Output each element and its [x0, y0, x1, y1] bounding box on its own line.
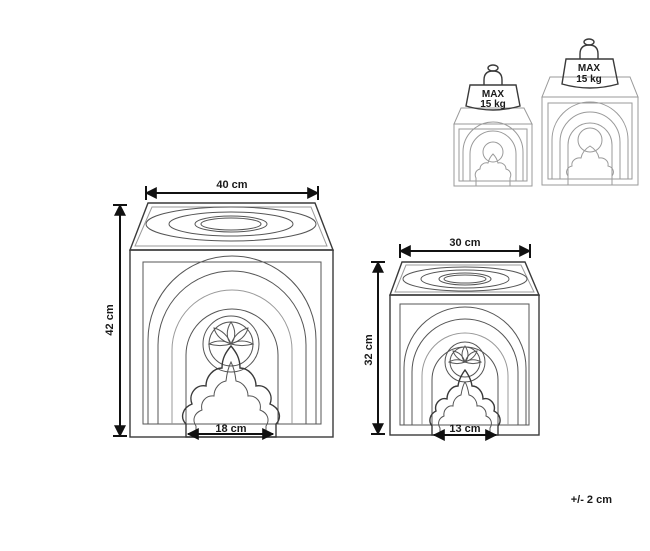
weight-icon-large: MAX 15 kg	[561, 38, 619, 89]
max-load-inset: MAX 15 kg MAX 15 kg	[453, 38, 639, 187]
inset-small-table	[453, 107, 533, 187]
weight-icon-small: MAX 15 kg	[465, 64, 521, 111]
large-weight-kg-label: 15 kg	[576, 74, 602, 85]
small-height-label: 32 cm	[363, 334, 375, 365]
tolerance-note: +/- 2 cm	[571, 494, 612, 506]
small-opening-label: 13 cm	[449, 423, 480, 435]
small-rosette	[444, 341, 486, 383]
small-weight-max-label: MAX	[482, 89, 505, 100]
inset-large-table	[541, 76, 639, 186]
small-dimensions: 30 cm 32 cm 13 cm	[363, 237, 532, 441]
small-weight-kg-label: 15 kg	[480, 99, 506, 110]
large-side-table	[128, 202, 335, 438]
large-width-label: 40 cm	[216, 179, 247, 191]
large-weight-max-label: MAX	[578, 63, 601, 74]
large-rosette	[202, 315, 260, 373]
large-height-label: 42 cm	[104, 304, 116, 335]
large-opening-label: 18 cm	[215, 423, 246, 435]
small-side-table	[389, 261, 541, 436]
large-dimensions: 40 cm 42 cm 18 cm	[104, 179, 320, 440]
small-width-label: 30 cm	[449, 237, 480, 249]
